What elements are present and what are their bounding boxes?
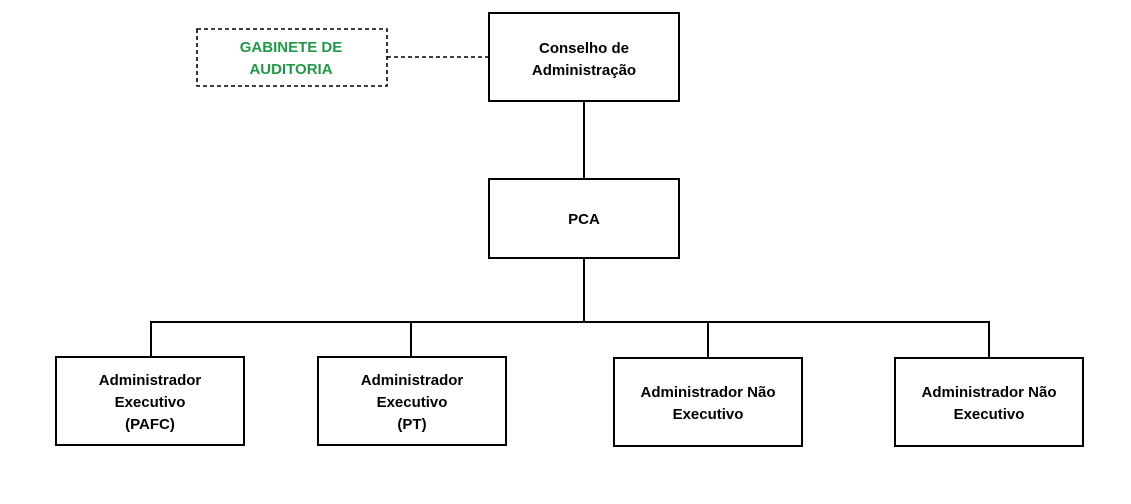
audit-office-node: GABINETE DE AUDITORIA	[196, 28, 388, 87]
audit-office-line-2: AUDITORIA	[249, 61, 332, 78]
nonexec-1-node: Administrador Não Executivo	[613, 357, 803, 447]
audit-office-line-1: GABINETE DE	[240, 39, 343, 56]
nonexec-2-node: Administrador Não Executivo	[894, 357, 1084, 447]
exec-pt-line-1: Administrador	[361, 372, 464, 389]
nonexec-1-line-1: Administrador Não	[640, 384, 775, 401]
exec-pafc-line-3: (PAFC)	[125, 416, 175, 433]
exec-pafc-line-1: Administrador	[99, 372, 202, 389]
exec-pt-line-3: (PT)	[397, 416, 426, 433]
nonexec-2-line-2: Executivo	[954, 406, 1025, 423]
nonexec-1-line-2: Executivo	[673, 406, 744, 423]
exec-pt-line-2: Executivo	[377, 394, 448, 411]
board-line-1: Conselho de	[539, 40, 629, 57]
board-node: Conselho de Administração	[488, 12, 680, 102]
board-line-2: Administração	[532, 62, 636, 79]
exec-pafc-node: Administrador Executivo (PAFC)	[55, 356, 245, 446]
pca-label: PCA	[568, 211, 600, 228]
exec-pt-node: Administrador Executivo (PT)	[317, 356, 507, 446]
pca-node: PCA	[488, 178, 680, 259]
exec-pafc-line-2: Executivo	[115, 394, 186, 411]
nonexec-2-line-1: Administrador Não	[921, 384, 1056, 401]
